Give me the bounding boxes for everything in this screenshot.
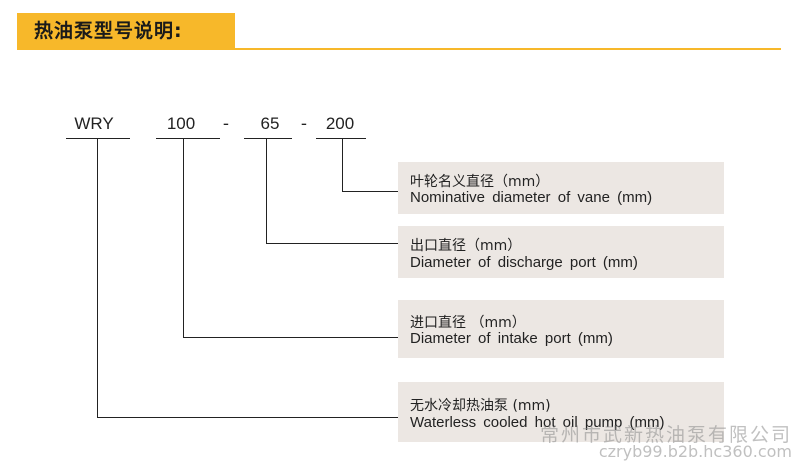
page-title: 热油泵型号说明: (34, 20, 183, 42)
desc-vane-en: Nominative diameter of vane (mm) (410, 189, 653, 206)
leader-intake-vertical (183, 138, 184, 338)
header-bar (17, 13, 235, 49)
code-dash-2: - (300, 114, 308, 134)
code-discharge: 65 (260, 114, 280, 133)
desc-intake-cn: 进口直径 （mm） (410, 315, 526, 331)
leader-series-vertical (97, 138, 98, 418)
code-intake: 100 (166, 114, 196, 133)
underline-vane (316, 138, 366, 139)
underline-series (66, 138, 130, 139)
desc-box-intake: 进口直径 （mm） Diameter of intake port (mm) (398, 300, 724, 358)
desc-series-cn: 无水冷却热油泵 (mm) (410, 398, 551, 414)
underline-intake (156, 138, 220, 139)
desc-intake-en: Diameter of intake port (mm) (410, 330, 613, 347)
header-divider (17, 48, 781, 50)
desc-series-en: Waterless cooled hot oil pump (mm) (410, 414, 665, 431)
underline-discharge (244, 138, 292, 139)
watermark-site: czryb99.b2b.hc360.com (598, 442, 792, 461)
desc-box-discharge: 出口直径（mm） Diameter of discharge port (mm) (398, 226, 724, 278)
desc-discharge-cn: 出口直径（mm） (410, 238, 522, 254)
desc-box-series: 无水冷却热油泵 (mm) Waterless cooled hot oil pu… (398, 382, 724, 442)
leader-series-horizontal (97, 417, 398, 418)
code-series: WRY (74, 114, 114, 133)
leader-vane-horizontal (342, 191, 398, 192)
desc-box-vane: 叶轮名义直径（mm） Nominative diameter of vane (… (398, 162, 724, 214)
leader-discharge-vertical (266, 138, 267, 244)
leader-intake-horizontal (183, 337, 398, 338)
desc-discharge-en: Diameter of discharge port (mm) (410, 254, 638, 271)
code-vane: 200 (325, 114, 355, 133)
code-dash-1: - (222, 114, 230, 134)
leader-discharge-horizontal (266, 243, 398, 244)
leader-vane-vertical (342, 138, 343, 192)
desc-vane-cn: 叶轮名义直径（mm） (410, 174, 550, 190)
watermark-company: 常州市武新热油泵有限公司 (539, 424, 792, 446)
